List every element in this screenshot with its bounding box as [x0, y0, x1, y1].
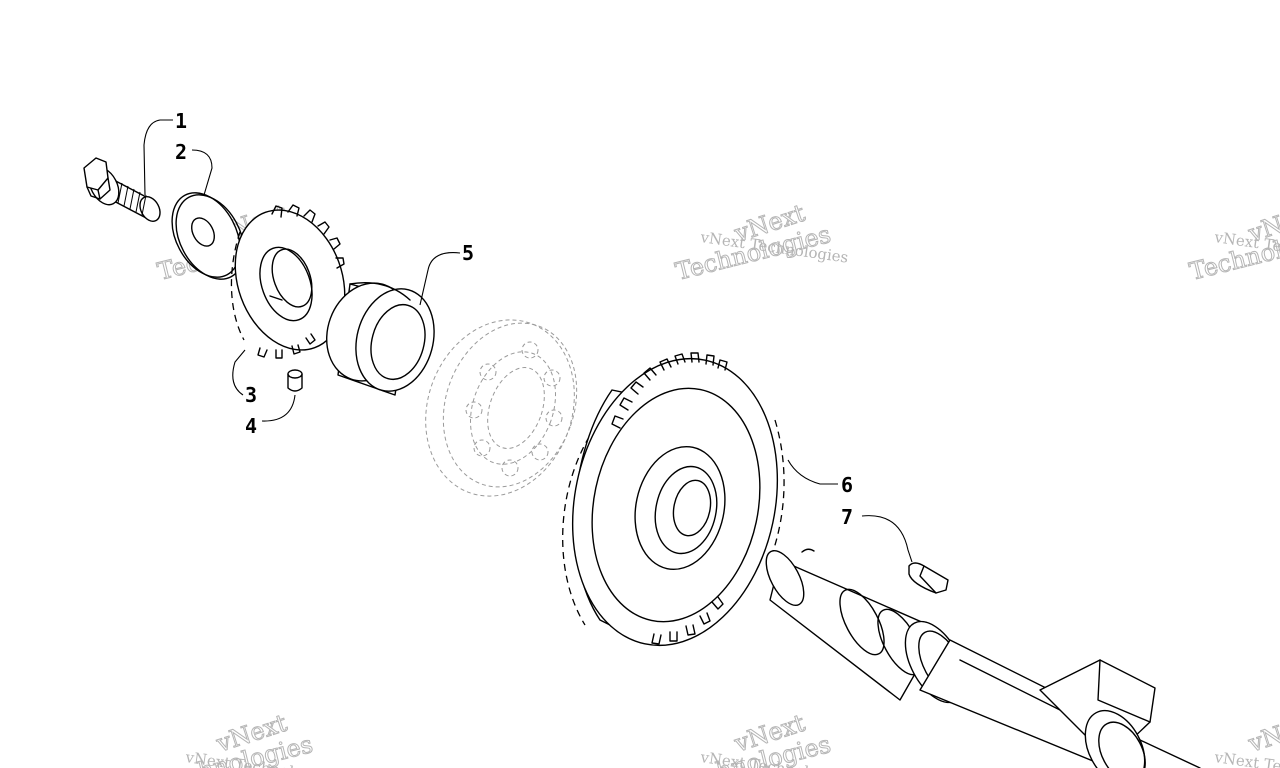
callout-2: 2 [175, 140, 187, 164]
callout-7: 7 [841, 505, 853, 529]
leader-1 [143, 119, 173, 196]
crankshaft [765, 548, 1201, 768]
washer [171, 192, 245, 280]
leader-3 [232, 349, 246, 396]
leader-lines [143, 119, 913, 563]
leader-7 [861, 515, 913, 563]
callout-3: 3 [245, 383, 257, 407]
watermark-3: vNext vNext Technologies Technologies [1186, 198, 1280, 286]
bushing [326, 282, 435, 396]
leader-2 [191, 149, 213, 196]
leader-6 [787, 459, 838, 485]
callout-5: 5 [462, 241, 474, 265]
leader-4 [261, 394, 296, 422]
callouts: 1 2 3 4 5 6 7 [175, 109, 853, 529]
woodruff-key [908, 562, 949, 594]
drive-gear [230, 204, 346, 359]
leader-5 [419, 252, 461, 306]
watermark-6: vNext vNext Technologies [1212, 708, 1280, 768]
driven-gear [562, 352, 785, 647]
watermark-5: vNext vNext Technologies Technologies [672, 708, 849, 768]
watermark-line1: vNext [1244, 709, 1280, 758]
callout-6: 6 [841, 473, 853, 497]
bolt [83, 157, 161, 222]
ball-bearing-phantom [425, 319, 578, 497]
callout-4: 4 [245, 414, 257, 438]
dowel-pin [287, 369, 303, 392]
callout-1: 1 [175, 109, 187, 133]
watermark-4: vNext vNext Technologies Technologies [154, 708, 334, 768]
watermark-2: vNext vNext Technologies Technologies [672, 198, 849, 286]
